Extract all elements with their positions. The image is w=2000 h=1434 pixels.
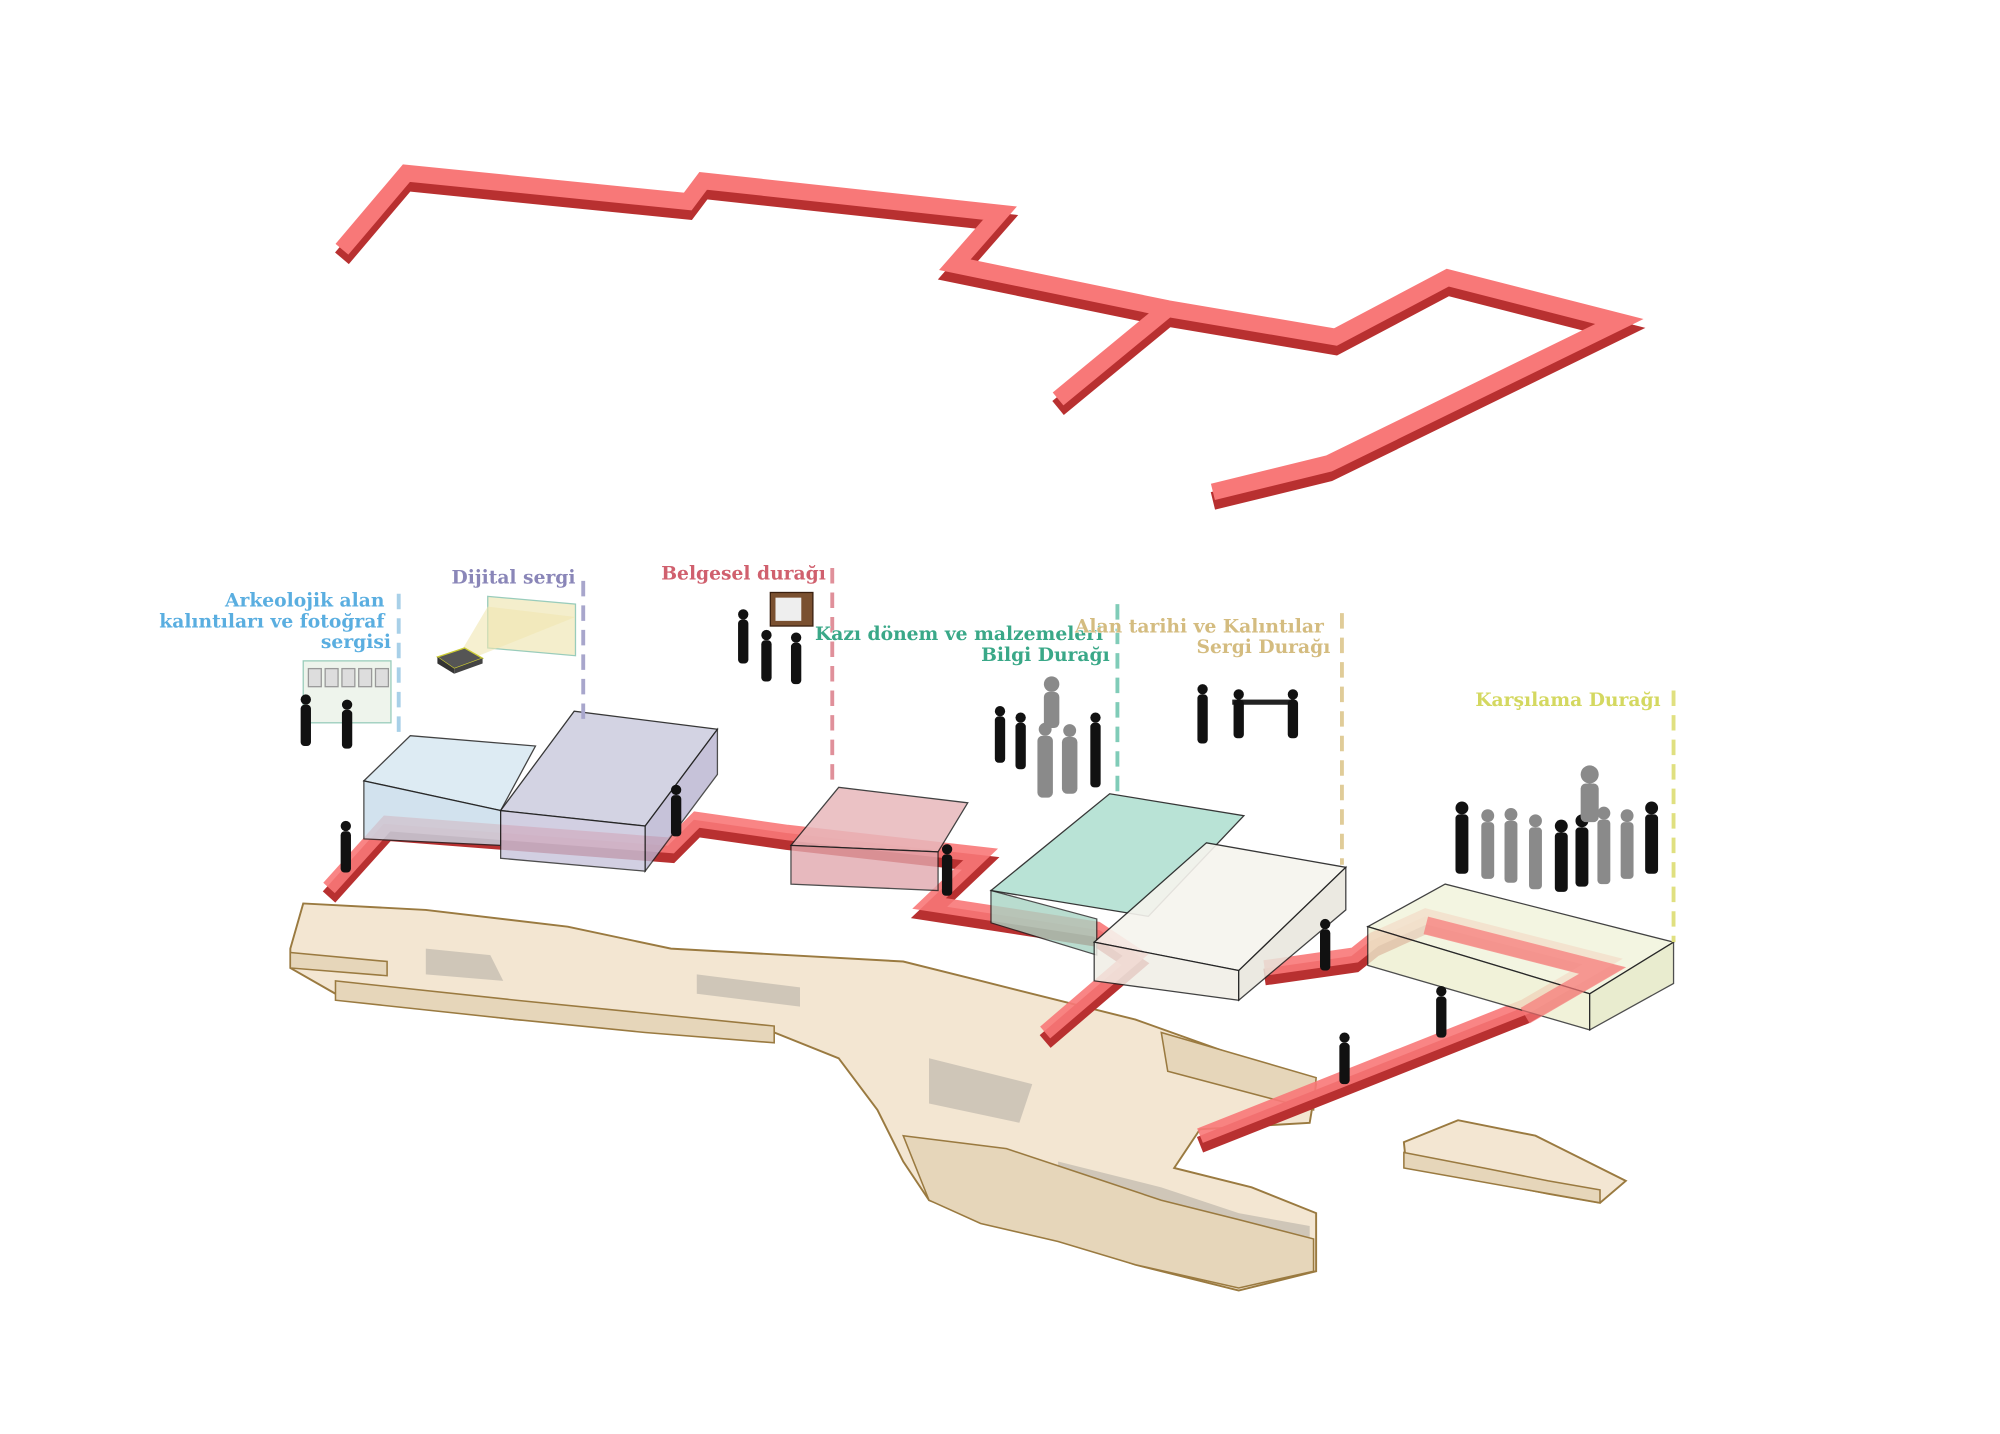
box-alan [1092,842,1348,1002]
projector-icon [435,595,577,674]
excavation-ruins [289,902,1628,1292]
stop-label-belgesel: Belgesel durağı [661,563,826,585]
visitor-figures [300,609,1659,1085]
box-belgesel [789,786,969,892]
stop-label-karsilama: Karşılama Durağı [1475,689,1660,711]
tv-icon [769,591,814,627]
exhibit-table-icon [1232,699,1295,705]
stop-label-arkeolojik: Arkeolojik alan kalıntıları ve fotoğraf … [159,590,391,653]
stop-label-dijital: Dijital sergi [452,566,576,588]
upper-route [335,164,1646,510]
stop-label-kazi: Kazı dönem ve malzemeleri Bilgi Durağı [815,623,1110,666]
stop-label-alan: Alan tarihi ve Kalıntılar Sergi Durağı [1074,615,1330,658]
box-arkeolojik [362,735,537,847]
leader-lines [396,567,1676,943]
box-karsilama [1366,883,1676,1031]
